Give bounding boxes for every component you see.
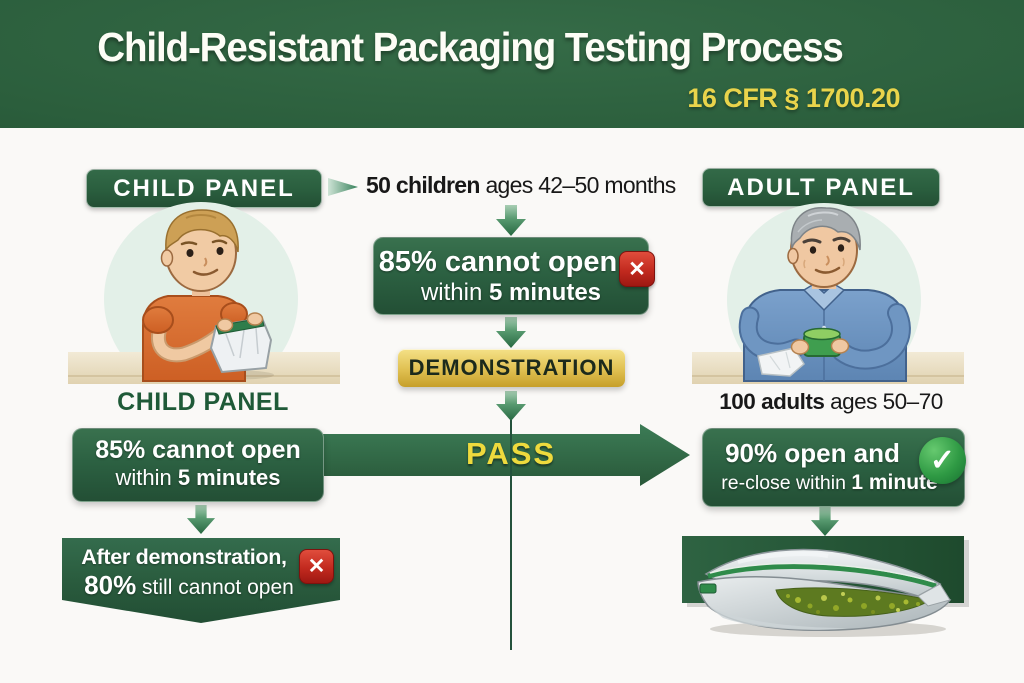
child-caption: CHILD PANEL (117, 388, 289, 416)
child-result-box: 85% cannot open within 5 minutes (72, 428, 324, 502)
child-after-line1: After demonstration, (81, 545, 287, 569)
adult-illustration (692, 203, 964, 384)
adult-count-number: 100 adults (719, 389, 825, 414)
down-arrow-icon (496, 205, 526, 236)
down-arrow-icon (496, 317, 526, 348)
fail-icon: ✕ (299, 549, 334, 584)
children-count: 50 children ages 42–50 months (366, 172, 676, 199)
herb-texture (786, 592, 920, 614)
child-result-line1: 85% cannot open (95, 436, 301, 464)
mid-result-box: 85% cannot open within 5 minutes ✕ (373, 237, 655, 315)
demonstration-label: DEMONSTRATION (408, 355, 615, 380)
fail-icon: ✕ (619, 251, 655, 287)
adult-result-line2-normal: re-close within (721, 471, 846, 494)
regulation-reference: 16 CFR § 1700.20 (687, 83, 900, 113)
adult-result-line2-bold: 1 minute (851, 470, 938, 494)
flow-vertical-line (510, 420, 512, 650)
mid-result-line2-bold: 5 minutes (489, 278, 602, 306)
child-panel-badge-label: CHILD PANEL (113, 174, 295, 202)
pass-label: PASS (465, 436, 557, 471)
adult-count-ages: ages 50–70 (830, 389, 943, 414)
mid-result-line2-normal: within (420, 278, 483, 306)
header-banner: Child-Resistant Packaging Testing Proces… (0, 0, 1024, 128)
down-arrow-icon (186, 504, 216, 535)
down-arrow-icon (496, 391, 526, 421)
flow-right-arrow-icon (328, 178, 358, 196)
package-illustration (682, 536, 969, 637)
child-after-line2-bold: 80% (84, 570, 137, 600)
demonstration-box: DEMONSTRATION (398, 349, 625, 387)
child-after-box: After demonstration, 80% still cannot op… (62, 538, 340, 623)
child-result-line2-normal: within (115, 464, 172, 490)
adult-panel-badge-label: ADULT PANEL (727, 173, 915, 201)
adult-result-line1: 90% open and (725, 438, 900, 468)
pass-check-icon: ✓ (919, 437, 966, 484)
children-count-number: 50 children (366, 172, 480, 198)
child-panel-badge: CHILD PANEL (86, 169, 322, 208)
adult-count: 100 adults ages 50–70 (700, 389, 962, 415)
page-title: Child-Resistant Packaging Testing Proces… (97, 24, 844, 70)
children-count-ages: ages 42–50 months (485, 172, 676, 198)
mid-result-line1: 85% cannot open (378, 246, 618, 278)
child-result-line2-bold: 5 minutes (177, 464, 281, 490)
down-arrow-icon (810, 507, 840, 536)
pass-arrow (288, 424, 690, 486)
child-illustration (68, 202, 340, 384)
child-after-line2-rest: still cannot open (142, 576, 294, 599)
adult-result-box: 90% open and re-close within 1 minute ✓ (702, 428, 966, 507)
